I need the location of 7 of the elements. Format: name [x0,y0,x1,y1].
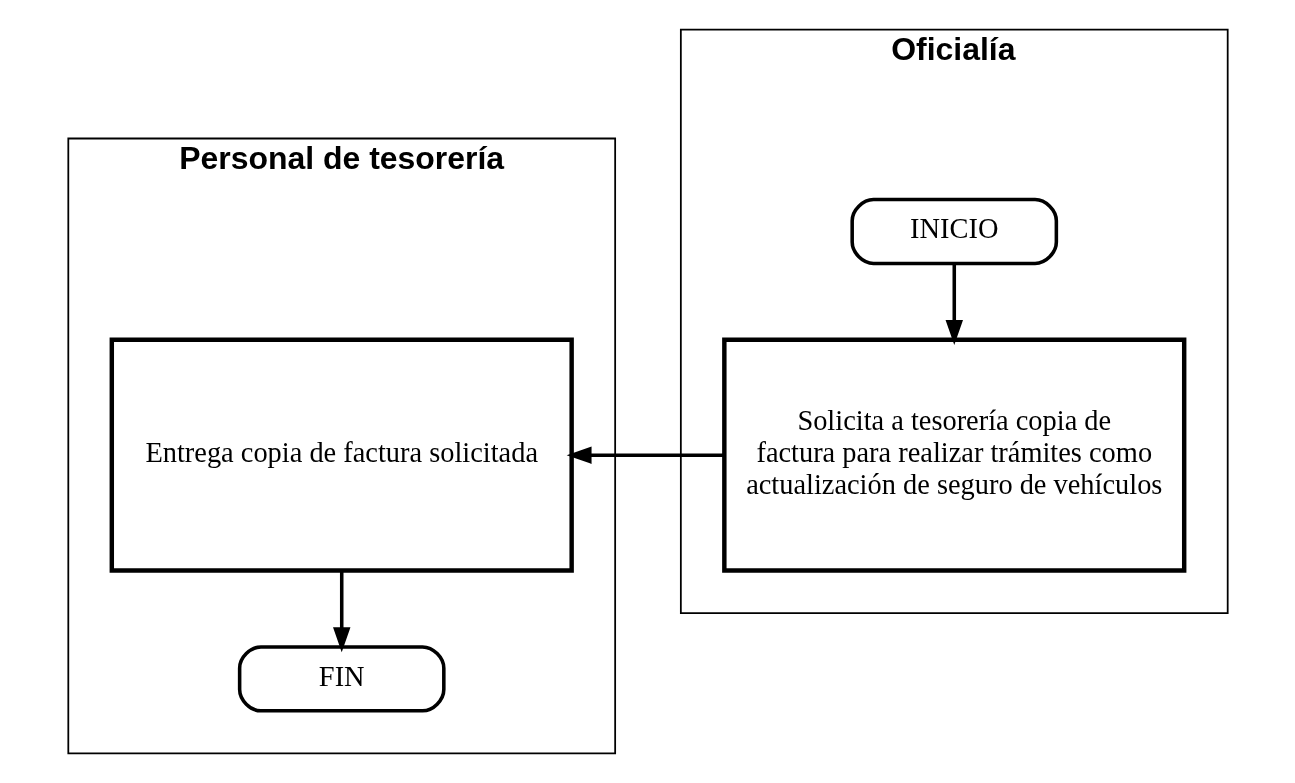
node-box: INICIO [849,197,1058,266]
arrow [332,570,350,653]
node-box: FIN [237,645,446,713]
arrow [945,263,963,345]
node-box: Entrega copia de factura solicitada [109,337,574,573]
node-box: Solicita a tesorería copia de factura para realizar trámites como actualización de seguro de vehículos [721,337,1186,573]
arrow [566,446,724,464]
